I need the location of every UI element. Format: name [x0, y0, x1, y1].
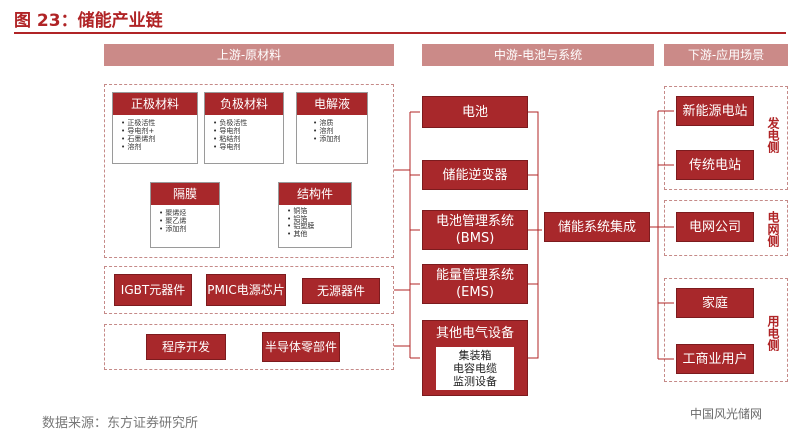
- structure-list: 铜箔 铝箔 铝塑膜 其他: [287, 207, 314, 239]
- list-item: 溶剂: [121, 143, 155, 151]
- list-item: 铝箔: [287, 215, 314, 224]
- generation-side-panel: [664, 86, 788, 190]
- list-item: 负极活性: [213, 119, 247, 127]
- traditional-station-box: 传统电站: [676, 150, 754, 180]
- watermark-text: 中国风光储网: [690, 407, 763, 421]
- passive-components-box: 无源器件: [302, 278, 380, 304]
- connector-mid-bus: [528, 111, 539, 359]
- pcs-box: 储能逆变器: [422, 160, 528, 190]
- battery-box: 电池: [422, 96, 528, 128]
- list-item: 溶剂: [313, 127, 340, 135]
- downstream-header: 下游-应用场景: [664, 44, 788, 66]
- list-item: 其他: [287, 230, 314, 239]
- pmic-box: PMIC电源芯片: [206, 274, 286, 306]
- separator-card: 隔膜 聚烯烃 聚乙烯 添加剂: [150, 182, 220, 248]
- igbt-box: IGBT元器件: [114, 274, 192, 306]
- separator-title: 隔膜: [151, 183, 219, 205]
- grid-side-panel: [664, 200, 788, 256]
- other-electrical-items: 集装箱 电容电缆 监测设备: [436, 347, 514, 390]
- list-item: 铜箔: [287, 207, 314, 216]
- list-item: 添加剂: [159, 225, 186, 233]
- grid-side-label: 电网侧: [766, 211, 780, 247]
- list-item: 监测设备: [453, 375, 497, 388]
- household-box: 家庭: [676, 288, 754, 318]
- raw-materials-panel: [104, 84, 394, 258]
- software-semiconductor-panel: [104, 324, 394, 370]
- electrolyte-card: 电解液 溶质 溶剂 添加剂: [296, 92, 368, 164]
- list-item: 导电剂+: [121, 127, 155, 135]
- electrolyte-title: 电解液: [297, 93, 367, 115]
- electrolyte-list: 溶质 溶剂 添加剂: [313, 119, 340, 143]
- anode-title: 负极材料: [205, 93, 283, 115]
- cathode-list: 正极活性 导电剂+ 石墨烯剂 溶剂: [121, 119, 155, 151]
- other-electrical-title: 其他电气设备: [435, 326, 514, 341]
- grid-company-box: 电网公司: [676, 212, 754, 242]
- list-item: 导电剂: [213, 127, 247, 135]
- program-development-box: 程序开发: [146, 334, 226, 360]
- semiconductor-parts-box: 半导体零部件: [262, 332, 340, 362]
- midstream-header: 中游-电池与系统: [422, 44, 654, 66]
- list-item: 聚烯烃: [159, 209, 186, 217]
- cathode-title: 正极材料: [113, 93, 197, 115]
- cathode-card: 正极材料 正极活性 导电剂+ 石墨烯剂 溶剂: [112, 92, 198, 164]
- list-item: 溶质: [313, 119, 340, 127]
- list-item: 石墨烯剂: [121, 135, 155, 143]
- list-item: 铝塑膜: [287, 222, 314, 231]
- list-item: 正极活性: [121, 119, 155, 127]
- list-item: 集装箱: [458, 349, 492, 362]
- renewable-station-box: 新能源电站: [676, 96, 754, 126]
- anode-list: 负极活性 导电剂 粘结剂 导电剂: [213, 119, 247, 151]
- upstream-header: 上游-原材料: [104, 44, 394, 66]
- generation-side-label: 发电侧: [766, 117, 780, 153]
- bms-box: 电池管理系统(BMS): [422, 210, 528, 250]
- list-item: 粘结剂: [213, 135, 247, 143]
- structure-title: 结构件: [279, 183, 351, 205]
- list-item: 添加剂: [313, 135, 340, 143]
- structure-card: 结构件 铜箔 铝箔 铝塑膜 其他: [278, 182, 352, 248]
- other-electrical-box: 其他电气设备 集装箱 电容电缆 监测设备: [422, 320, 528, 396]
- figure-title: 图 23：储能产业链: [14, 11, 163, 31]
- system-integration-box: 储能系统集成: [544, 212, 650, 242]
- anode-card: 负极材料 负极活性 导电剂 粘结剂 导电剂: [204, 92, 284, 164]
- separator-list: 聚烯烃 聚乙烯 添加剂: [159, 209, 186, 233]
- user-side-label: 用电侧: [766, 315, 780, 351]
- title-divider: [14, 32, 786, 34]
- ems-box: 能量管理系统(EMS): [422, 264, 528, 304]
- list-item: 导电剂: [213, 143, 247, 151]
- source-note: 数据来源：东方证券研究所: [42, 416, 199, 431]
- electronic-components-panel: [104, 266, 394, 314]
- list-item: 聚乙烯: [159, 217, 186, 225]
- list-item: 电容电缆: [453, 362, 497, 375]
- user-side-panel: [664, 278, 788, 382]
- commercial-user-box: 工商业用户: [676, 344, 754, 374]
